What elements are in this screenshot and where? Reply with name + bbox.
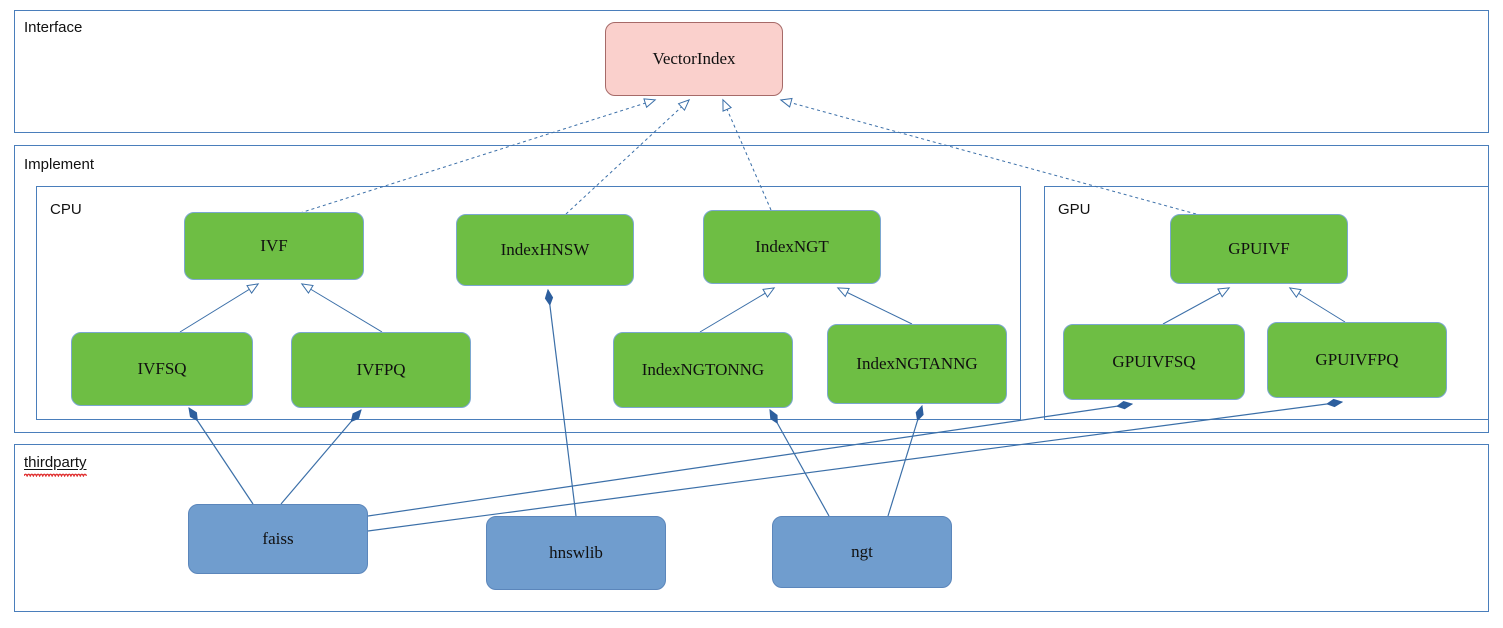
group-label-thirdparty: thirdparty xyxy=(24,455,87,477)
class-node-label: IndexNGT xyxy=(755,236,829,256)
class-node-gpuivf[interactable]: GPUIVF xyxy=(1170,214,1348,284)
class-node-ivfpq[interactable]: IVFPQ xyxy=(291,332,471,408)
class-node-ngt[interactable]: ngt xyxy=(772,516,952,588)
class-node-indexngtonng[interactable]: IndexNGTONNG xyxy=(613,332,793,408)
group-label-cpu: CPU xyxy=(50,201,82,218)
class-node-indexngtanng[interactable]: IndexNGTANNG xyxy=(827,324,1007,404)
class-node-label: faiss xyxy=(262,528,294,548)
class-node-ivf[interactable]: IVF xyxy=(184,212,364,280)
class-node-label: GPUIVF xyxy=(1228,238,1290,258)
class-node-label: hnswlib xyxy=(549,542,603,562)
class-node-label: IndexNGTANNG xyxy=(856,353,978,373)
class-node-ivfsq[interactable]: IVFSQ xyxy=(71,332,253,406)
class-node-label: IVFPQ xyxy=(356,359,406,379)
class-node-label: IndexNGTONNG xyxy=(641,359,765,379)
class-node-label: IVF xyxy=(260,235,288,255)
class-node-hnswlib[interactable]: hnswlib xyxy=(486,516,666,590)
class-node-label: ngt xyxy=(851,541,873,561)
class-node-indexhnsw[interactable]: IndexHNSW xyxy=(456,214,634,286)
class-node-indexngt[interactable]: IndexNGT xyxy=(703,210,881,284)
class-node-label: GPUIVFPQ xyxy=(1315,349,1399,369)
group-label-implement: Implement xyxy=(24,156,95,173)
class-node-label: IVFSQ xyxy=(137,358,187,378)
class-node-gpuivfsq[interactable]: GPUIVFSQ xyxy=(1063,324,1245,400)
class-node-label: IndexHNSW xyxy=(500,239,590,259)
class-node-label: GPUIVFSQ xyxy=(1112,351,1196,371)
class-node-label: VectorIndex xyxy=(652,48,736,68)
class-node-faiss[interactable]: faiss xyxy=(188,504,368,574)
group-label-gpu: GPU xyxy=(1058,201,1091,218)
class-node-gpuivfpq[interactable]: GPUIVFPQ xyxy=(1267,322,1447,398)
class-node-vectorindex[interactable]: VectorIndex xyxy=(605,22,783,96)
group-label-interface: Interface xyxy=(24,19,83,36)
